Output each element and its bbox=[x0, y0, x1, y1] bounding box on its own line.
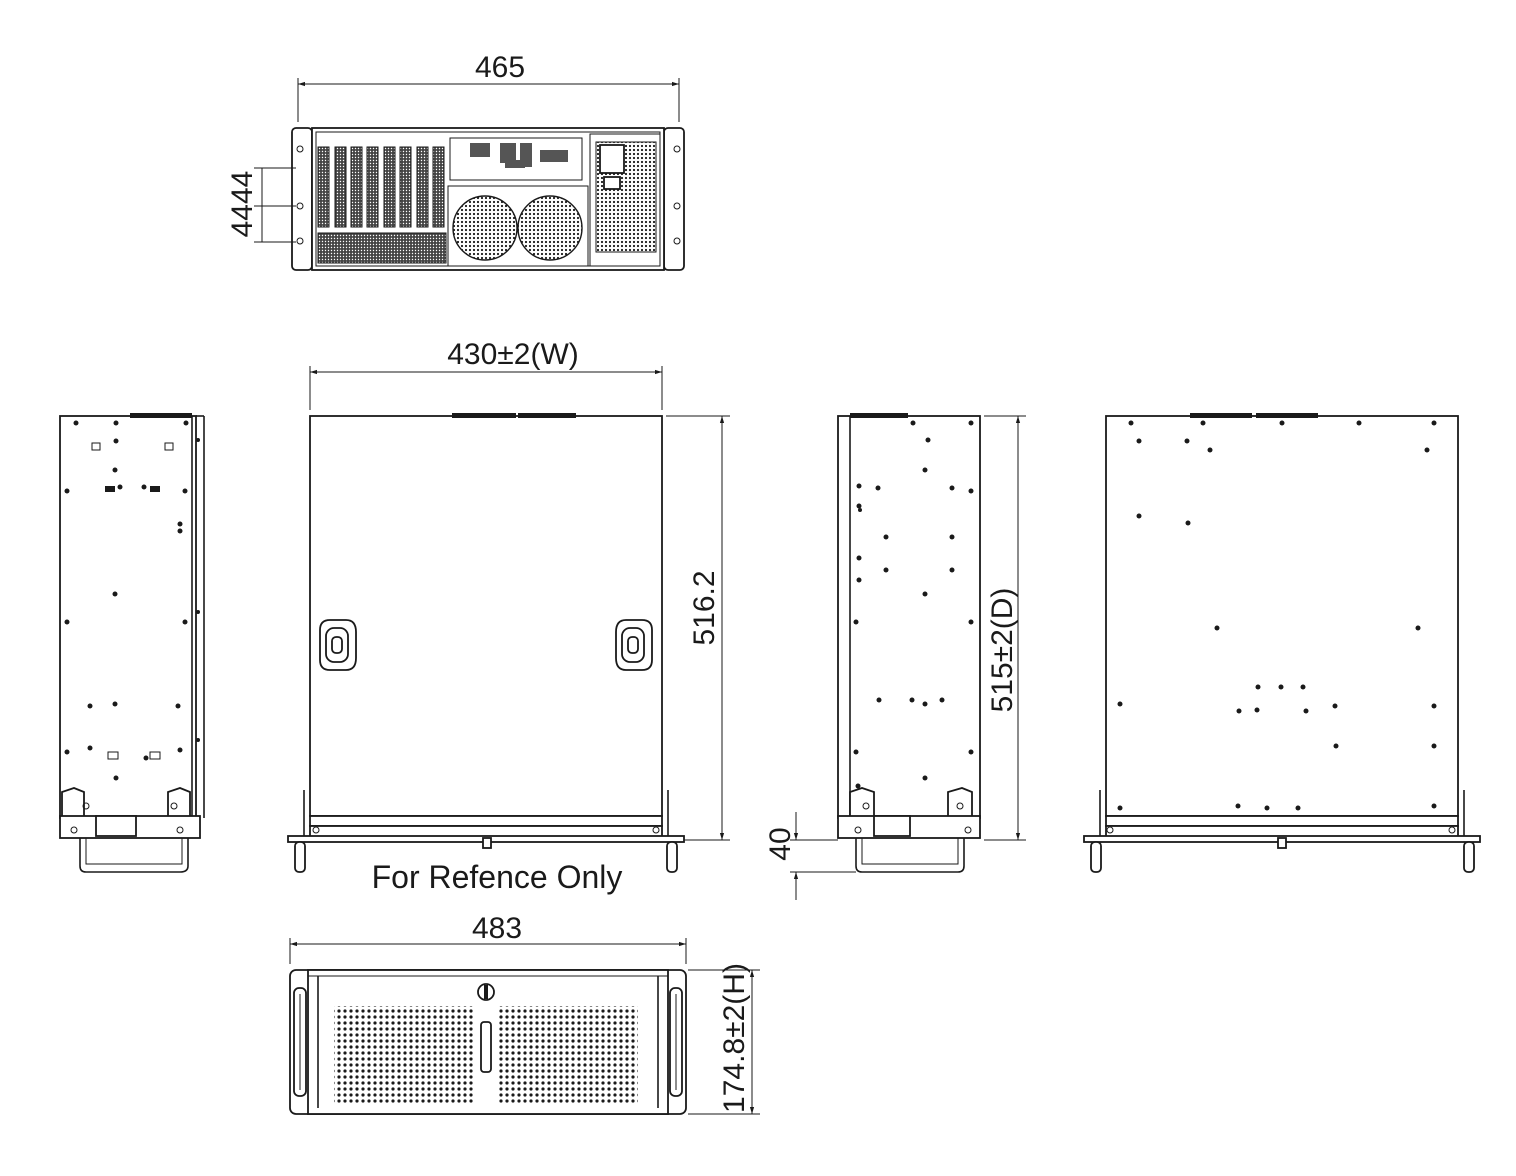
handle-depth-label: 40 bbox=[764, 827, 797, 860]
bottom-view bbox=[1083, 413, 1481, 873]
front-depth-label: 516.2 bbox=[688, 570, 721, 645]
dim-panel-height: 174.8±2(H) bbox=[688, 963, 760, 1115]
rear-view bbox=[291, 127, 685, 271]
left-side-view bbox=[59, 413, 205, 873]
left-latch bbox=[319, 619, 357, 671]
dim-front-depth: 516.2 bbox=[666, 415, 730, 841]
rear-fans bbox=[447, 185, 589, 267]
front-width-label: 430±2(W) bbox=[447, 338, 579, 371]
rear-width-label: 465 bbox=[475, 51, 525, 84]
dim-front-width: 430±2(W) bbox=[309, 338, 663, 410]
dim-rear-width: 465 bbox=[297, 51, 680, 122]
side-depth-label: 515±2(D) bbox=[986, 588, 1019, 713]
front-panel-view bbox=[289, 969, 687, 1115]
panel-width-label: 483 bbox=[472, 912, 522, 945]
dim-handle-depth: 40 bbox=[764, 812, 856, 900]
right-side-view bbox=[837, 413, 981, 873]
top-view bbox=[287, 413, 685, 873]
panel-height-label: 174.8±2(H) bbox=[718, 963, 751, 1113]
dim-rear-spacing: 4444 bbox=[226, 167, 296, 243]
right-latch bbox=[615, 619, 653, 671]
rear-spacing-label: 4444 bbox=[226, 171, 259, 238]
dim-side-depth: 515±2(D) bbox=[984, 415, 1026, 841]
power-supply bbox=[589, 133, 661, 267]
expansion-slots bbox=[317, 146, 447, 264]
reference-note: For Refence Only bbox=[372, 859, 623, 895]
dim-panel-width: 483 bbox=[289, 912, 687, 964]
